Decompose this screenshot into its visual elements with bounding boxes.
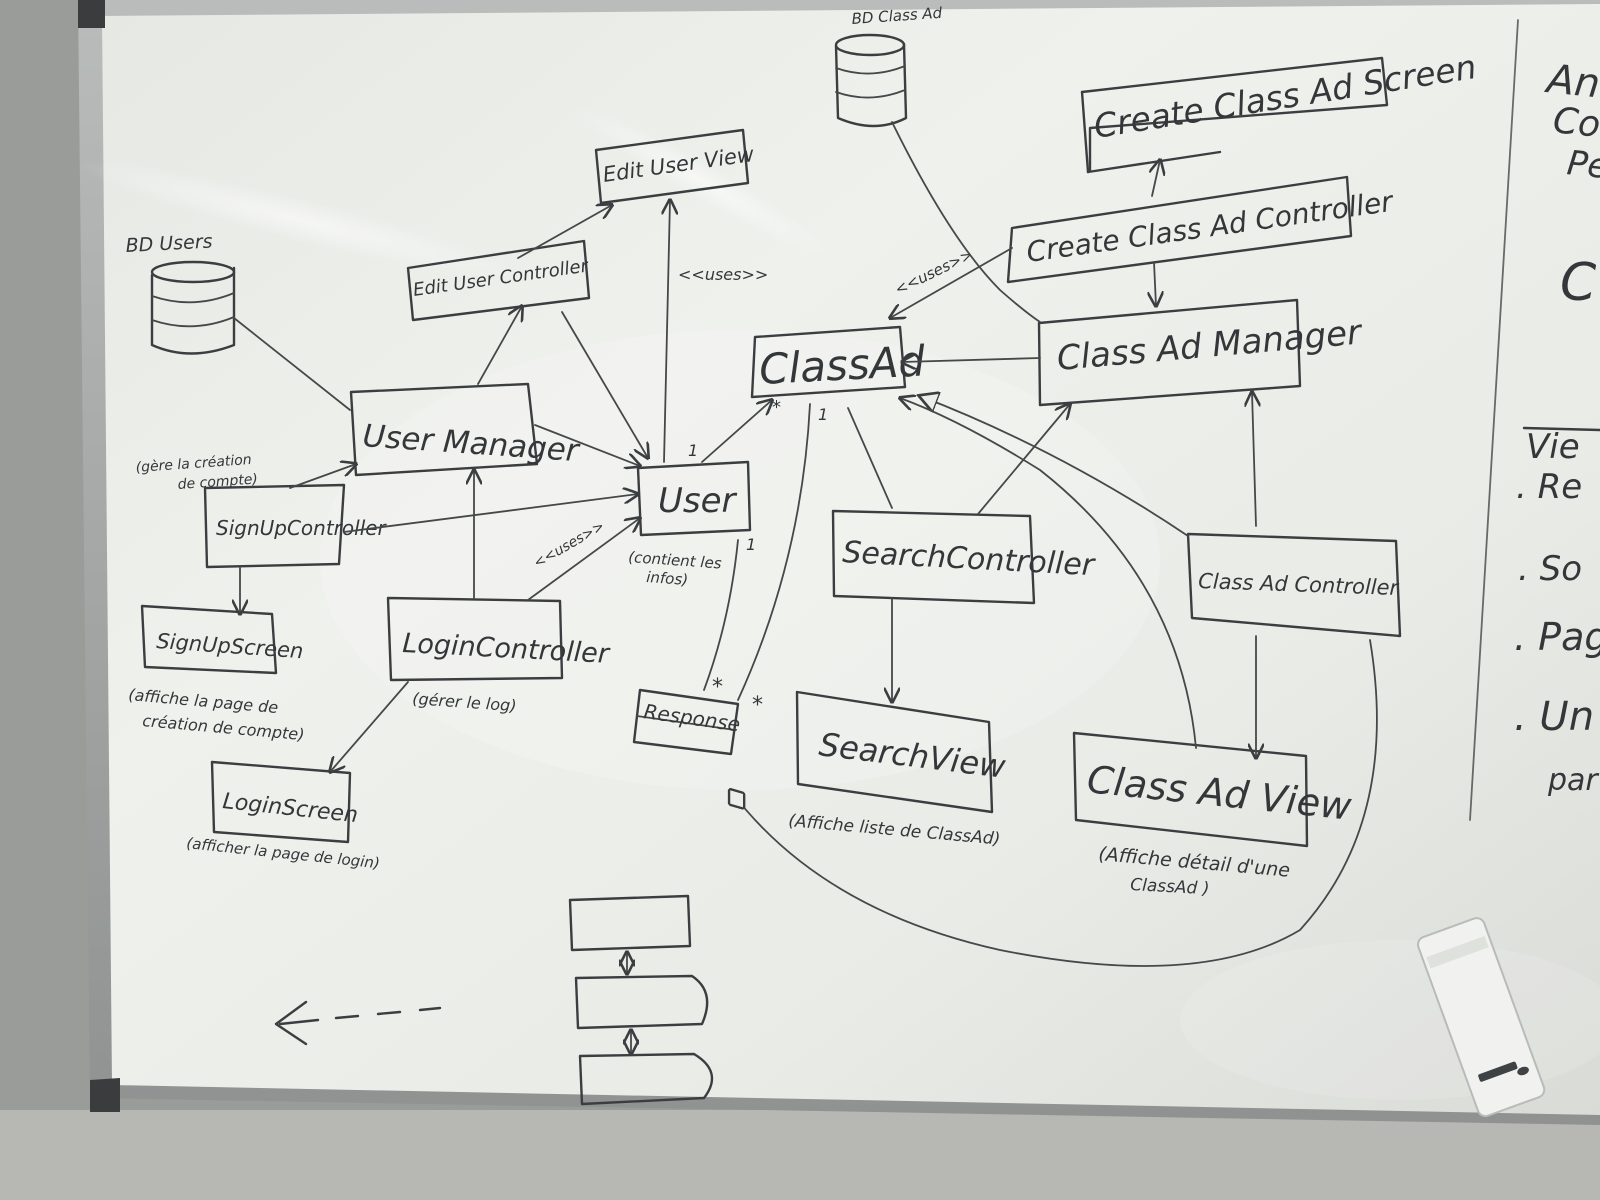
line-dbusers-usermanager [233,317,351,411]
connectors [233,121,1378,967]
board-divider [1469,19,1519,821]
mult-user-classad: 1 [688,441,698,460]
note-user-manager-2: de compte) [177,471,258,493]
svg-text:Pe: Pe [1565,143,1600,187]
database-icon-users [150,260,236,355]
window-reflection [320,330,1160,790]
box-classad: ClassAd [750,325,927,399]
svg-text:ClassAd: ClassAd [758,336,927,394]
mult-classad-self: 1 [818,405,828,424]
frame-corner [78,0,105,28]
note-classad-view-2: ClassAd ) [1130,875,1210,899]
mult-response-star-a: * [712,675,723,700]
stereotype-uses-edit: <<uses>> [678,265,768,284]
light-reflection [569,103,831,257]
light-reflection [76,160,524,280]
right-panel-notes: An Co Pe C Vie . Re . So . Pag . Un par [1514,56,1600,798]
svg-text:Vie: Vie [1526,427,1580,467]
eraser [1417,917,1546,1118]
lower-sketch [274,894,714,1106]
wall-bottom [0,1110,1600,1200]
svg-text:Co: Co [1551,100,1600,146]
box-user: User [636,460,752,537]
mult-user-response: 1 [746,535,756,554]
mult-response-star-b: * [752,693,763,718]
mult-classad-star: * [772,397,781,418]
svg-text:. Pag: . Pag [1514,615,1600,659]
svg-text:C: C [1560,253,1597,313]
svg-text:par: par [1547,763,1599,798]
db-users-label: BD Users [125,230,213,257]
svg-text:. Re: . Re [1516,467,1582,507]
database-icon-classad [834,33,908,128]
svg-text:SignUpController: SignUpController [216,516,388,540]
svg-text:. Un: . Un [1514,694,1594,740]
note-user-2: infos) [646,568,689,589]
svg-text:. So: . So [1518,549,1582,589]
svg-text:An: An [1542,56,1600,108]
svg-text:User: User [658,481,738,521]
frame-corner [90,1078,120,1112]
